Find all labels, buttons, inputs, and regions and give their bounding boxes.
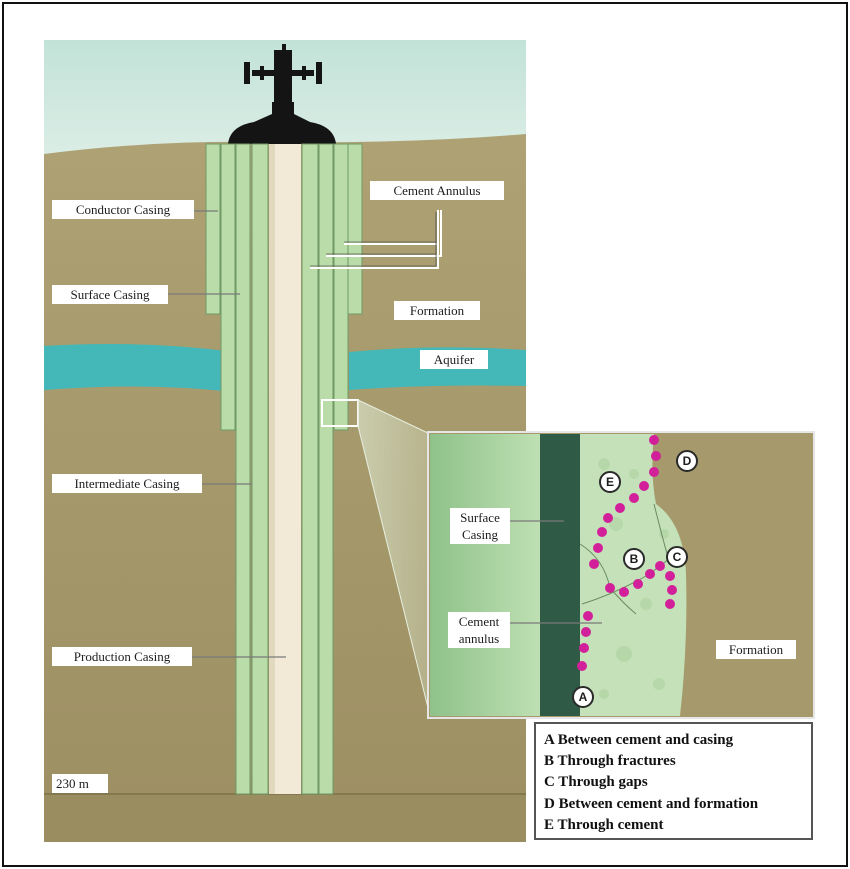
surface-casing-left: [220, 143, 236, 431]
label-surface-casing: Surface Casing: [52, 285, 168, 304]
leak-dot: [665, 599, 675, 609]
leak-dot: [579, 643, 589, 653]
leak-dot: [593, 543, 603, 553]
legend-item-b: B Through fractures: [544, 753, 676, 770]
label-formation: Formation: [394, 301, 480, 320]
leak-dot: [577, 661, 587, 671]
label-aquifer: Aquifer: [420, 350, 488, 369]
production-casing-left: [251, 143, 269, 795]
inset-label-surface-casing: Surface Casing: [450, 508, 510, 544]
intermediate-casing-left: [235, 143, 251, 795]
cement-annulus-pointer-edges: [310, 212, 437, 267]
production-casing-right: [301, 143, 319, 795]
legend-item-a: A Between cement and casing: [544, 732, 734, 748]
leak-dot: [619, 587, 629, 597]
leak-dot: [629, 493, 639, 503]
pin-a: A: [572, 686, 594, 708]
inset-label-cement-line2: annulus: [458, 631, 500, 646]
callout-leaders: [166, 210, 286, 658]
leak-dot: [603, 513, 613, 523]
leak-dot: [655, 561, 665, 571]
leak-dot: [639, 481, 649, 491]
inset-leaders: [510, 520, 602, 624]
inset-panel: [427, 431, 815, 719]
legend-box: A Between cement and casing B Through fr…: [534, 722, 813, 840]
leak-dot: [667, 585, 677, 595]
inset-surface-casing: [430, 434, 542, 716]
pin-d: D: [676, 450, 698, 472]
pin-c: C: [666, 546, 688, 568]
inset-label-surface-line1: Surface: [460, 510, 500, 525]
leak-dot: [645, 569, 655, 579]
leak-pathway-dots: [577, 435, 677, 671]
pin-e: E: [599, 471, 621, 493]
leak-dot: [633, 579, 643, 589]
bore-shade: [269, 144, 275, 794]
pin-b: B: [623, 548, 645, 570]
leak-dot: [583, 611, 593, 621]
label-production-casing: Production Casing: [52, 647, 192, 666]
label-cement-annulus: Cement Annulus: [370, 181, 504, 200]
label-depth: 230 m: [52, 774, 108, 793]
legend-item-e: E Through cement: [544, 816, 664, 833]
leak-dot: [665, 571, 675, 581]
wellhead: [228, 44, 336, 144]
leak-dot: [649, 467, 659, 477]
inset-casing-wall: [540, 434, 580, 716]
inset-label-cement-annulus: Cement annulus: [448, 612, 510, 648]
inset-label-surface-line2: Casing: [461, 527, 499, 542]
legend-item-d: D Between cement and formation: [544, 795, 759, 812]
label-conductor-casing: Conductor Casing: [52, 200, 194, 219]
inset-cement-annulus: [580, 434, 687, 716]
inset-label-formation: Formation: [716, 640, 796, 659]
leak-dot: [589, 559, 599, 569]
cement-texture: [598, 458, 669, 699]
leak-dot: [581, 627, 591, 637]
casing-strings: [205, 143, 363, 795]
leak-dot: [651, 451, 661, 461]
conductor-casing-left: [205, 143, 221, 315]
label-intermediate-casing: Intermediate Casing: [52, 474, 202, 493]
cement-annulus-pointers: [310, 210, 442, 269]
leak-dot: [597, 527, 607, 537]
leak-dot: [615, 503, 625, 513]
surface-casing-right: [333, 143, 349, 431]
leak-dot: [649, 435, 659, 445]
legend-item-c: C Through gaps: [544, 774, 648, 791]
leak-dot: [605, 583, 615, 593]
conductor-casing-right: [347, 143, 363, 315]
aquifer-layer: [44, 344, 234, 392]
inset-label-cement-line1: Cement: [458, 614, 500, 629]
intermediate-casing-right: [318, 143, 334, 795]
bottom-strip: [44, 794, 526, 842]
